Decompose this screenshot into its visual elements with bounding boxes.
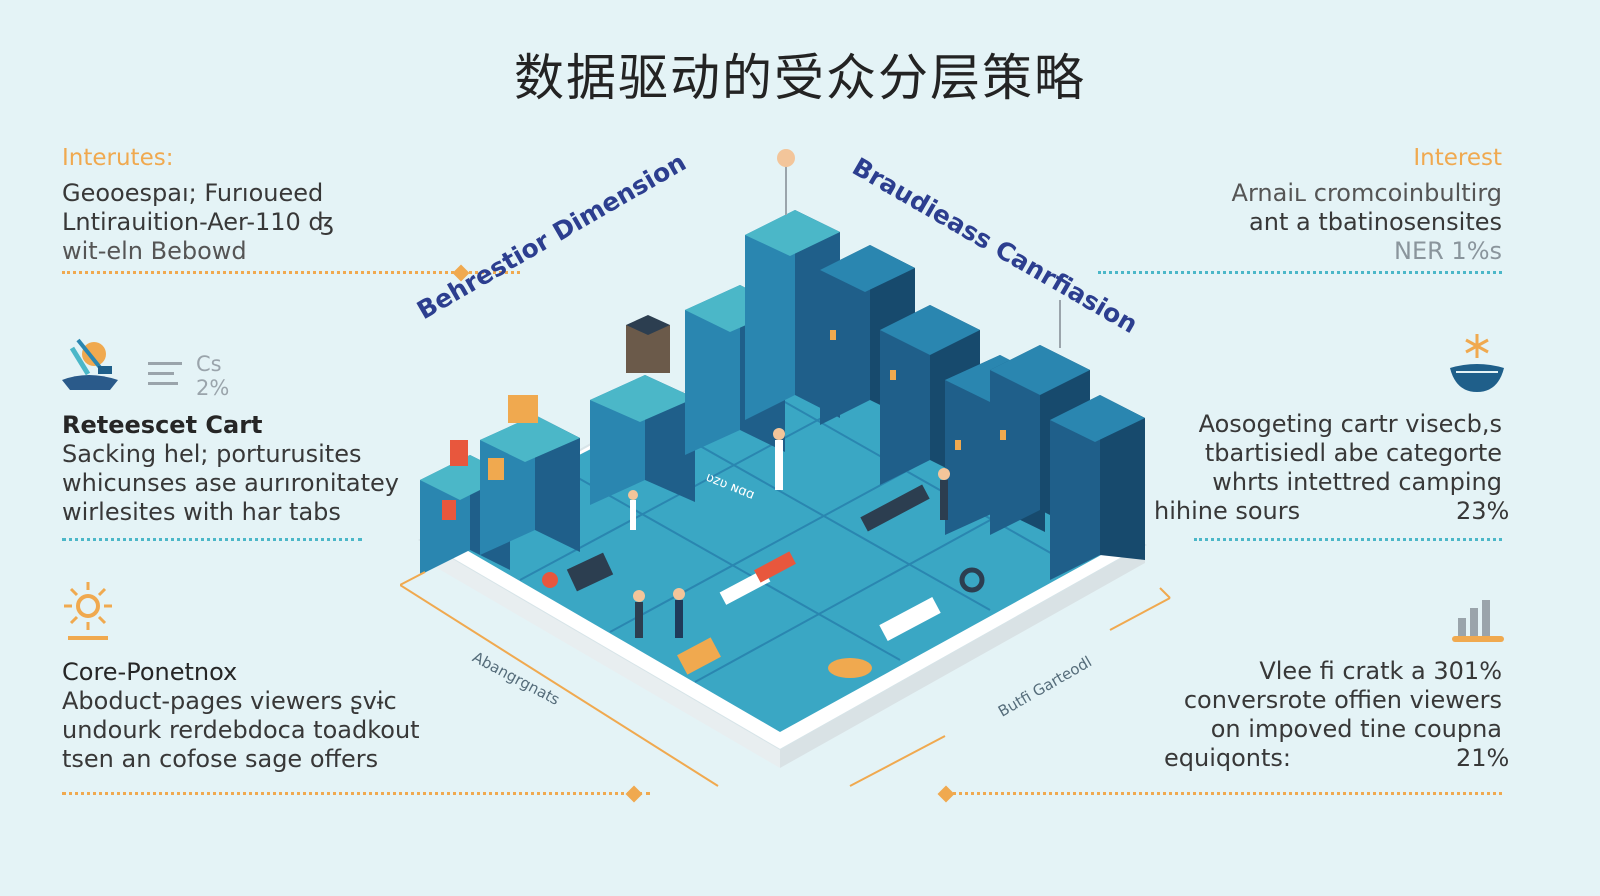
isometric-city-illustration: ʋzʋ ɴɑɑ	[399, 140, 1200, 800]
conversion-line-3: on impoved tine coupna	[1210, 715, 1502, 743]
conversion-line-1: Vlee fi cratk a 301%	[1259, 657, 1502, 685]
retarget-line-3: wirlesites with har tabs	[62, 498, 341, 526]
abandoned-line-3: whrts intettred camping	[1212, 468, 1502, 496]
right-panel-interest: Interest Arnaiʟ cromcoinbultirg ant a tb…	[1142, 145, 1502, 266]
right-panel-conversion: Vlee fi cratk a 301% conversrote offien …	[1122, 657, 1502, 773]
conversion-percent: 21%	[1456, 744, 1510, 772]
left-panel-interests: Interutes: Geoоespaı; Furıoueed Lntiraui…	[62, 145, 334, 266]
abandoned-line-4: hihine sours	[1154, 497, 1301, 525]
people-figures	[628, 428, 950, 638]
left-building-cluster	[420, 315, 695, 575]
small-stat-line-2: 2%	[196, 376, 230, 400]
core-line-3: tsen an cofose sage offers	[62, 745, 379, 773]
interest-line-1: Arnaiʟ cromcoinbultirg	[1231, 179, 1502, 207]
conversion-line-2: conversrote offien viewers	[1183, 686, 1502, 714]
bar-chart-icon	[1452, 598, 1504, 648]
page-title: 数据驱动的受众分层策略	[514, 49, 1086, 107]
abandoned-percent: 23%	[1456, 497, 1510, 525]
floor-objects	[542, 484, 985, 678]
conversion-line-4: equiqonts:	[1164, 744, 1292, 772]
left-divider-2	[62, 538, 362, 541]
interests-heading: Interutes:	[62, 145, 174, 171]
right-divider-2	[1194, 538, 1502, 541]
sun-icon	[60, 578, 116, 648]
retarget-line-2: whicunses ase aurıronitatey	[62, 469, 399, 497]
interest-heading: Interest	[1413, 145, 1502, 171]
core-line-1: Aboduct-pages viewers ʂvɨc	[62, 687, 397, 715]
small-stat-line-1: Cs	[196, 352, 222, 376]
center-tower-cluster	[685, 149, 840, 455]
right-panel-abandoned: Aosogeting cartr visecb,s tbartisiedl ab…	[1142, 410, 1502, 526]
abandoned-line-1: Aosogeting cartr visecb,s	[1198, 410, 1502, 438]
interests-line-2: Lntirauition-Aer-110 ʤ	[62, 208, 334, 236]
core-title: Core-Ponetnox	[62, 658, 238, 686]
interests-line-3: wit-eln Bebowd	[62, 237, 247, 265]
left-divider-1	[62, 271, 520, 274]
parasol-icon	[1446, 330, 1508, 400]
right-divider-1	[1098, 271, 1502, 274]
left-panel-core: Core-Ponetnox Aboduct-pages viewers ʂvɨc…	[62, 657, 420, 774]
interest-line-2: ant a tbatinosensites	[1249, 208, 1502, 236]
left-panel-retarget: Reteescet Cart Sacking hel; porturusites…	[62, 410, 399, 527]
chair-icon	[58, 330, 124, 400]
abandoned-line-2: tbartisiedl abe categorte	[1204, 439, 1502, 467]
interest-line-3: NER 1%s	[1394, 237, 1502, 265]
right-divider-3	[946, 792, 1502, 795]
core-line-2: undourk rerdebdoca toadkout	[62, 716, 420, 744]
retarget-line-1: Sacking hel; porturusites	[62, 440, 362, 468]
retarget-title: Reteescet Cart	[62, 411, 263, 439]
left-divider-3	[62, 792, 650, 795]
interests-line-1: Geoоespaı; Furıoueed	[62, 179, 324, 207]
right-tower-cluster	[820, 245, 1145, 580]
list-lines-icon	[148, 362, 182, 385]
